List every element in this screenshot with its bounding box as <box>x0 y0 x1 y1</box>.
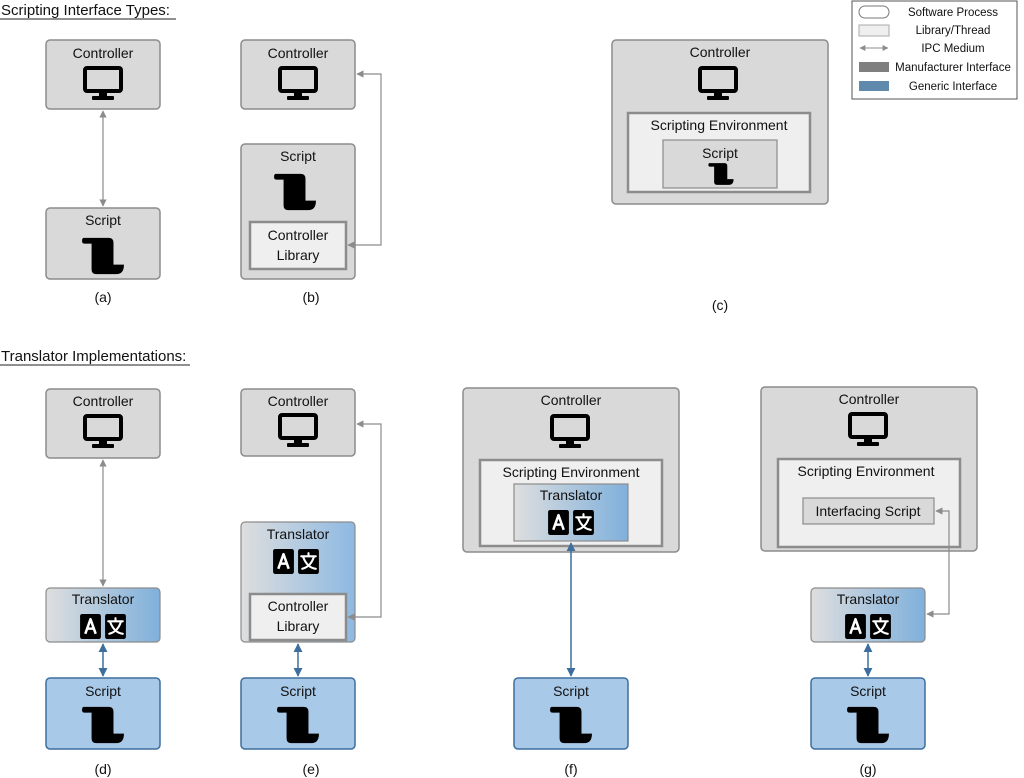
svg-text:Controller: Controller <box>268 45 329 61</box>
section-title-scripting-types: Scripting Interface Types: <box>0 2 176 20</box>
caption-g: (g) <box>859 761 876 777</box>
svg-text:Controller: Controller <box>268 598 329 614</box>
panel-a: Controller Script (a) <box>45 39 161 305</box>
svg-text:Interfacing Script: Interfacing Script <box>815 503 920 519</box>
script-box: Script <box>662 139 778 189</box>
legend-label: Software Process <box>908 7 998 19</box>
caption-d: (d) <box>94 761 111 777</box>
panel-g: Controller Scripting Environment Interfa… <box>760 386 978 777</box>
svg-text:Controller: Controller <box>541 392 602 408</box>
interfacing-script-box: Interfacing Script <box>802 497 935 525</box>
panel-d: Controller Translator Script (d) <box>45 388 161 777</box>
translator-box: Translator <box>45 587 161 643</box>
script-box: Script <box>810 677 926 750</box>
svg-text:Controller: Controller <box>268 227 329 243</box>
scripting-environment-box: Scripting Environment Translator <box>478 458 664 548</box>
panel-c: Controller Scripting Environment Script … <box>611 39 829 313</box>
script-box: Script <box>45 207 161 280</box>
svg-text:Translator: Translator <box>540 487 603 503</box>
panel-f: Controller Scripting Environment Transla… <box>462 387 680 777</box>
legend: Software Process Library/Thread IPC Medi… <box>851 0 1018 100</box>
controller-library-box: Controller Library <box>248 220 348 271</box>
controller-box: Controller Scripting Environment Interfa… <box>760 386 978 552</box>
svg-text:Script: Script <box>85 212 121 228</box>
panel-e: Controller Translator Controller Library… <box>240 388 382 777</box>
caption-c: (c) <box>712 297 728 313</box>
svg-text:Controller: Controller <box>73 45 134 61</box>
ipc-arrow <box>347 420 382 621</box>
script-box: Script <box>240 677 356 750</box>
svg-text:Scripting Environment: Scripting Environment <box>651 117 788 133</box>
svg-text:Scripting Environment: Scripting Environment <box>798 463 935 479</box>
controller-box: Controller <box>240 388 356 457</box>
script-box: Script Controller Library <box>240 143 356 280</box>
scripting-environment-box: Scripting Environment Script <box>626 111 812 194</box>
script-box: Script <box>513 677 629 750</box>
svg-text:Translator: Translator <box>72 591 135 607</box>
legend-label: Generic Interface <box>909 81 997 93</box>
svg-text:Script: Script <box>85 683 121 699</box>
translator-box: Translator <box>810 587 926 643</box>
script-box: Script <box>45 677 161 750</box>
caption-b: (b) <box>302 289 319 305</box>
controller-box: Controller Scripting Environment Script <box>611 39 829 205</box>
svg-text:Library: Library <box>277 618 320 634</box>
svg-text:Script: Script <box>702 145 738 161</box>
svg-text:Scripting Environment: Scripting Environment <box>503 464 640 480</box>
svg-text:Script: Script <box>553 683 589 699</box>
ipc-arrow <box>926 507 950 618</box>
controller-box: Controller <box>240 39 356 110</box>
legend-swatch-library-thread <box>858 24 890 37</box>
caption-e: (e) <box>302 761 319 777</box>
svg-text:Controller: Controller <box>690 44 751 60</box>
svg-text:Controller: Controller <box>268 393 329 409</box>
scripting-environment-box: Scripting Environment Interfacing Script <box>776 457 962 549</box>
legend-label: IPC Medium <box>921 43 984 55</box>
controller-box: Controller <box>45 39 161 110</box>
legend-swatch-manufacturer <box>859 62 889 72</box>
svg-text:Script: Script <box>280 148 316 164</box>
controller-box: Controller <box>45 388 161 459</box>
translator-box: Translator Controller Library <box>240 521 356 643</box>
caption-a: (a) <box>94 289 111 305</box>
svg-text:Script: Script <box>850 683 886 699</box>
caption-f: (f) <box>564 761 577 777</box>
panel-b: Controller Script Controller Library (b) <box>240 39 382 305</box>
svg-text:Library: Library <box>277 247 320 263</box>
controller-library-box: Controller Library <box>248 592 348 642</box>
controller-box: Controller Scripting Environment Transla… <box>462 387 680 553</box>
section-title-translator-impl: Translator Implementations: <box>0 348 190 366</box>
legend-label: Library/Thread <box>916 25 991 37</box>
svg-text:Script: Script <box>280 683 316 699</box>
ipc-arrow <box>347 70 382 249</box>
legend-label: Manufacturer Interface <box>895 62 1011 74</box>
section-title-text: Scripting Interface Types: <box>1 2 170 19</box>
legend-swatch-software-process <box>858 5 890 19</box>
svg-text:Translator: Translator <box>267 526 330 542</box>
section-title-text: Translator Implementations: <box>1 348 186 365</box>
legend-swatch-generic <box>859 81 889 91</box>
svg-text:Controller: Controller <box>73 393 134 409</box>
svg-text:Translator: Translator <box>837 591 900 607</box>
translator-box: Translator <box>513 483 629 542</box>
svg-text:Controller: Controller <box>839 391 900 407</box>
